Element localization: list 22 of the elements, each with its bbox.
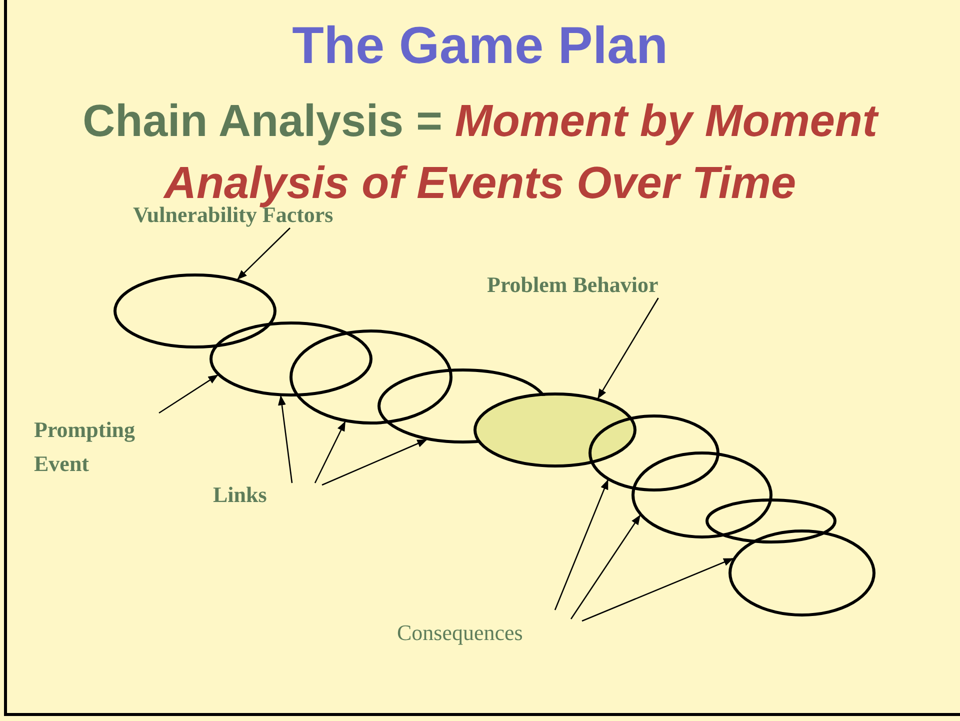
leader-arrow xyxy=(322,439,428,486)
leader-arrow xyxy=(570,514,640,620)
leader-arrow xyxy=(158,374,218,414)
leader-arrow xyxy=(554,479,608,610)
slide-title: The Game Plan xyxy=(291,16,669,76)
chain-ellipse xyxy=(631,451,773,539)
leader-arrow xyxy=(598,298,659,400)
callout-label: Links xyxy=(213,482,268,508)
callout-label: Problem Behavior xyxy=(487,272,658,298)
leader-arrow xyxy=(237,228,290,280)
chain-ellipse xyxy=(113,273,277,349)
chain-ellipse xyxy=(705,498,837,544)
callout-label: Prompting Event xyxy=(34,416,136,478)
chain-ellipse xyxy=(209,321,373,397)
chain-ellipse xyxy=(588,414,720,492)
leader-arrow xyxy=(278,395,293,484)
chain-ellipse xyxy=(289,329,453,425)
leader-arrow xyxy=(582,558,734,622)
leader-arrow xyxy=(314,421,346,484)
callout-label: Consequences xyxy=(397,620,524,646)
chain-ellipse xyxy=(728,529,876,617)
highlighted-ellipse xyxy=(473,392,637,468)
